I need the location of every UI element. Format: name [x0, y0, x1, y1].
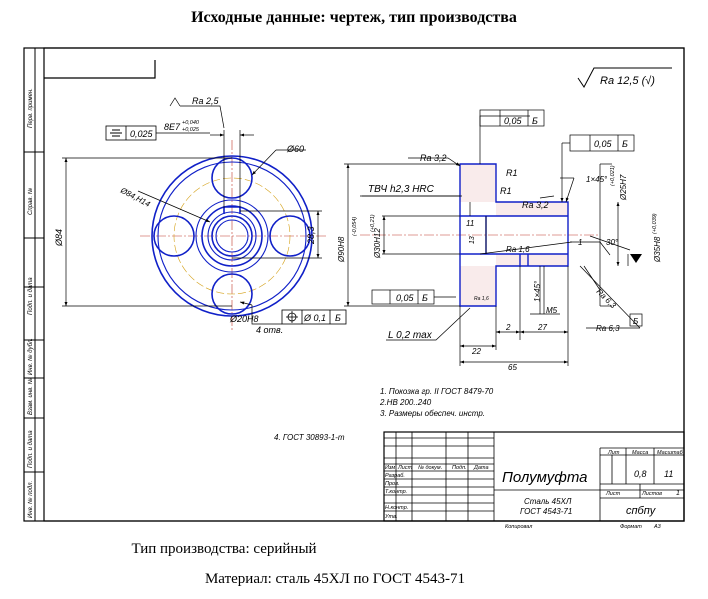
- tb-row-label: Утв.: [384, 514, 398, 520]
- dim65-label: 65: [508, 363, 517, 372]
- length-tol-label: L 0,2 max: [388, 330, 433, 341]
- sym-tol-value: 0,025: [130, 129, 154, 139]
- keyway-tol-label: 8E7: [164, 122, 181, 132]
- title-block: Изм Лист № докум. Подп. Дата Разраб. Про…: [383, 431, 685, 530]
- note-line: 2.HB 200..240: [379, 398, 432, 407]
- sidebar-label: Перв. примен.: [28, 88, 34, 128]
- dia60-label: Ø60: [286, 144, 304, 154]
- dim11-label: 11: [466, 219, 474, 228]
- tb-header: Лист: [397, 465, 413, 471]
- part-name: Полумуфта: [502, 469, 588, 486]
- dia25-label: Ø25H7: [619, 174, 628, 201]
- runout-top-datum: Б: [532, 116, 538, 126]
- sidebar-label: Подп. и дата: [28, 277, 34, 315]
- dia30-tol: (+0,21): [370, 214, 376, 232]
- runout-bottom-datum: Б: [422, 293, 428, 303]
- dia35-tol: (+0,039): [652, 213, 658, 234]
- tb-header: № докум.: [418, 465, 442, 471]
- dim13-label: 13: [469, 236, 476, 244]
- gost-note: 4. ГОСТ 30893-1-т: [274, 433, 345, 442]
- ra63b-label: Ra 6,3: [596, 324, 620, 333]
- front-view: Ra 2,5 8E7 +0,040 +0,025 0,025 Ø60 Ø84,H…: [54, 96, 347, 335]
- tb-mass: 0,8: [634, 469, 647, 479]
- sidebar-label: Инв. № подл.: [27, 481, 34, 518]
- dia84h14-label: Ø84,H14: [118, 185, 152, 209]
- tb-col-scale: Масштаб: [657, 450, 684, 456]
- chamfer-top: 1×45°: [586, 175, 608, 184]
- dim1-label: 1: [578, 238, 582, 247]
- holes-pos-tol: Ø 0,1: [303, 313, 326, 323]
- tb-sheets-count: 1: [676, 490, 680, 497]
- chamfer-bottom: 1×45°: [533, 280, 542, 302]
- runout-right-datum: Б: [622, 139, 628, 149]
- holes-dia-label: Ø20H8: [229, 314, 259, 324]
- dia25-tol: (+0,021): [610, 165, 616, 186]
- tb-col-mass: Масса: [632, 450, 648, 456]
- dim22-label: 22: [471, 347, 481, 356]
- thread-label: M5: [546, 306, 558, 315]
- tb-format: Формат: [620, 524, 642, 530]
- tb-row-label: Т.контр.: [385, 489, 407, 495]
- dia35-label: Ø35H8: [653, 236, 662, 263]
- tb-sheets: Листов: [641, 491, 662, 497]
- roughness-label: Ra 12,5 (√): [600, 75, 655, 87]
- ra-top-label: Ra 2,5: [192, 96, 220, 106]
- ra16-small: Ra 1,6: [474, 296, 489, 302]
- ra32-top-label: Ra 3,2: [420, 153, 447, 163]
- tb-org: спбпу: [626, 505, 657, 517]
- angle30-label: 30°: [606, 238, 619, 247]
- runout-bottom: 0,05: [396, 293, 415, 303]
- keyway-tol-upper: +0,040: [182, 120, 200, 126]
- ra32-bore-label: Ra 3,2: [522, 200, 549, 210]
- sidebar-label: Подп. и дата: [28, 430, 34, 468]
- dim2-label: 2: [505, 323, 511, 332]
- tb-material-1: Сталь 45ХЛ: [524, 497, 572, 506]
- tb-col-lit: Лит: [607, 450, 620, 456]
- keyway-tol-lower: +0,025: [182, 127, 200, 133]
- sidebar-label: Справ. №: [27, 187, 34, 215]
- production-type-caption: Тип производства: серийный: [131, 541, 317, 557]
- tb-copied: Копировал: [505, 524, 532, 530]
- dia90-label: Ø90H8: [337, 236, 346, 263]
- tb-row-label: Разраб.: [385, 473, 405, 479]
- holes-count-label: 4 отв.: [256, 325, 283, 335]
- sheet-frame: [23, 47, 685, 522]
- tb-header: Дата: [473, 465, 489, 471]
- tb-sheet: Лист: [605, 491, 621, 497]
- datum-b-label: Б: [633, 317, 638, 326]
- sidebar-label: Инв. № дубл.: [27, 338, 34, 375]
- note-line: 3. Размеры обеспеч. инстр.: [380, 409, 485, 418]
- holes-datum: Б: [335, 313, 341, 323]
- dia84-label: Ø84: [54, 229, 64, 247]
- ra16-label: Ra 1,6: [506, 245, 530, 254]
- runout-top: 0,05: [504, 116, 523, 126]
- material-caption: Материал: сталь 45ХЛ по ГОСТ 4543-71: [204, 571, 466, 587]
- general-roughness: Ra 12,5 (√): [577, 67, 672, 88]
- dia30-label: Ø30H12: [373, 228, 382, 259]
- tb-material-2: ГОСТ 4543-71: [520, 507, 572, 516]
- sidebar-label: Взам. инв. №: [27, 377, 34, 415]
- page-heading: Исходные данные: чертеж, тип производств…: [191, 9, 517, 26]
- dia90-tol: (-0,054): [352, 217, 358, 236]
- r1a-label: R1: [506, 168, 518, 178]
- r1b-label: R1: [500, 186, 512, 196]
- tb-header: Подп.: [452, 465, 467, 471]
- tb-format-value: A3: [653, 524, 662, 530]
- tb-header: Изм: [385, 465, 395, 471]
- tb-row-label: Пров.: [385, 481, 400, 487]
- dim27-label: 27: [537, 323, 547, 332]
- note-line: 1. Покозка гр. II ГОСТ 8479-70: [380, 387, 494, 396]
- dim283-label: 28,3: [306, 226, 316, 245]
- tb-row-label: Н.контр.: [385, 505, 408, 511]
- section-view: Ra 3,2 0,05 Б 0,05 Б ТВЧ h2,3 HRC R1 R1 …: [337, 109, 662, 372]
- hardening-label: ТВЧ h2,3 HRC: [368, 184, 435, 195]
- runout-right: 0,05: [594, 139, 613, 149]
- tb-scale: 11: [664, 469, 673, 479]
- ra63a-label: Ra 6,3: [595, 287, 618, 310]
